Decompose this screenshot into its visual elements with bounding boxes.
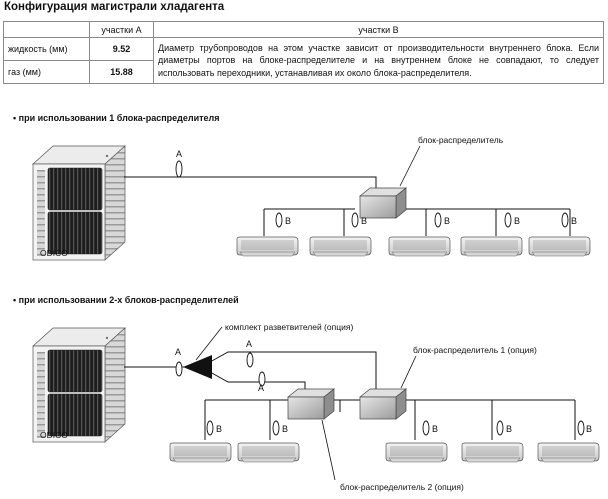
svg-text:A: A [175, 347, 181, 357]
branch-box-2-label: блок-распределитель 2 (опция) [340, 482, 464, 492]
svg-text:B: B [285, 216, 291, 226]
svg-text:A: A [258, 383, 264, 393]
svg-text:B: B [514, 216, 520, 226]
indoor-unit [385, 442, 448, 463]
diagram2-heading: • при использовании 2-х блоков-распредел… [13, 295, 239, 305]
pipe-a-label-1: A [176, 149, 182, 159]
diagram1-heading: • при использовании 1 блока-распределите… [13, 113, 220, 123]
branch-kit-label: комплект разветвителей (опция) [225, 322, 353, 332]
branch-box-label: блок-распределитель [418, 135, 504, 145]
diagram1: ODICO A блок-распределитель B B B B B [32, 135, 591, 261]
outdoor-unit-2 [32, 327, 126, 443]
indoor-unit [236, 236, 299, 257]
liquid-label: жидкость (мм) [3, 37, 90, 61]
outdoor-logo-2: ODICO [40, 430, 68, 440]
svg-text:B: B [432, 424, 438, 434]
gas-value: 15.88 [89, 60, 154, 84]
pipe-a-main [124, 176, 377, 190]
branch-box-1-label: блок-распределитель 1 (опция) [413, 345, 537, 355]
svg-text:B: B [361, 216, 367, 226]
outdoor-unit-1 [32, 145, 126, 261]
indoor-unit [309, 236, 372, 257]
svg-text:B: B [444, 216, 450, 226]
svg-text:B: B [571, 216, 577, 226]
table-row: жидкость (мм) 9.52 Диаметр трубопроводов… [3, 37, 604, 84]
page-title: Конфигурация магистрали хладагента [4, 1, 225, 13]
indoor-unit [237, 442, 300, 463]
indoor-unit [461, 442, 524, 463]
indoor-unit [388, 236, 451, 257]
branch-box-1 [359, 388, 407, 420]
svg-text:B: B [586, 424, 592, 434]
indoor-unit [169, 442, 232, 463]
svg-text:B: B [216, 424, 222, 434]
branch-box-1 [359, 187, 407, 219]
table-row: газ (мм) 15.88 [3, 60, 604, 84]
diagram2: ODICO комплект разветвителей (опция) A [32, 322, 600, 492]
b-markers-2: B B B B B [206, 420, 592, 436]
svg-text:B: B [282, 424, 288, 434]
branch-box-2 [287, 388, 335, 420]
outdoor-logo-1: ODICO [40, 248, 68, 258]
b-markers-1: B B B B B [275, 212, 577, 228]
indoor-unit [460, 236, 523, 257]
svg-text:B: B [506, 424, 512, 434]
spec-table: участки A участки B жидкость (мм) 9.52 Д… [3, 21, 604, 84]
section-b-description: Диаметр трубопроводов на этом участке за… [153, 37, 604, 84]
gas-label: газ (мм) [3, 60, 90, 84]
branch-kit-joint [183, 355, 212, 379]
indoor-unit [537, 442, 600, 463]
svg-text:A: A [246, 339, 252, 349]
indoor-unit [528, 236, 591, 257]
